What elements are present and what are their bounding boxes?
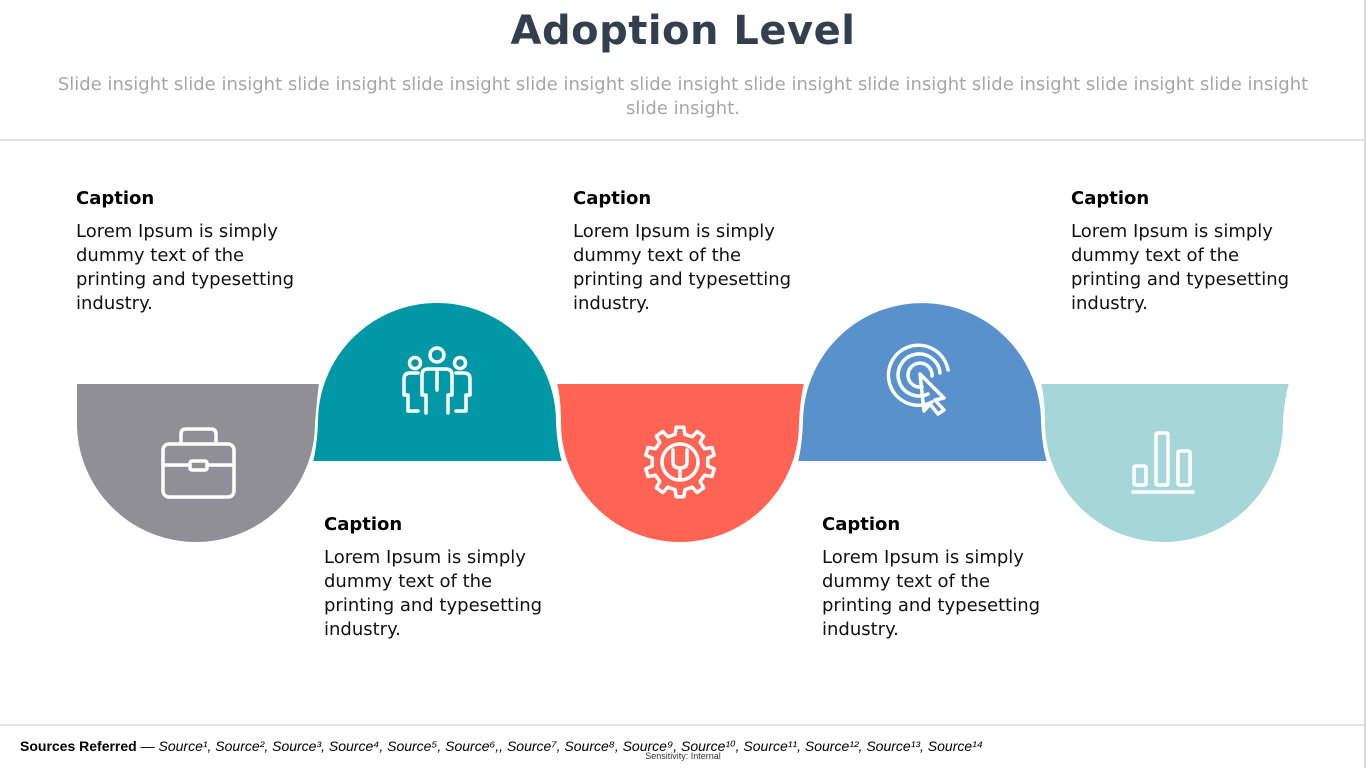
caption-block-5: Caption Lorem Ipsum is simply dummy text… xyxy=(1071,188,1291,316)
caption-text: Lorem Ipsum is simply dummy text of the … xyxy=(822,547,1041,640)
sources-footer: Sources Referred — Source¹, Source², Sou… xyxy=(20,738,1350,755)
right-edge-line xyxy=(1364,0,1366,768)
caption-block-1: Caption Lorem Ipsum is simply dummy text… xyxy=(76,188,296,316)
briefcase-icon xyxy=(161,427,236,499)
caption-title: Caption xyxy=(1071,188,1150,209)
top-divider xyxy=(0,139,1364,141)
bottom-divider xyxy=(0,724,1364,726)
caption-title: Caption xyxy=(573,188,652,209)
caption-text: Lorem Ipsum is simply dummy text of the … xyxy=(573,221,792,314)
caption-block-2: Caption Lorem Ipsum is simply dummy text… xyxy=(324,514,544,642)
segment-5-shape xyxy=(1038,382,1292,544)
sources-lead: Sources Referred xyxy=(20,738,137,754)
caption-title: Caption xyxy=(76,188,155,209)
bar-chart-icon xyxy=(1131,431,1195,494)
segment-1-shape xyxy=(75,382,322,544)
caption-text: Lorem Ipsum is simply dummy text of the … xyxy=(1071,221,1290,314)
team-icon xyxy=(402,346,472,415)
target-cursor-icon xyxy=(886,343,950,416)
sources-dash: — xyxy=(136,738,159,754)
caption-text: Lorem Ipsum is simply dummy text of the … xyxy=(324,547,543,640)
page-title: Adoption Level xyxy=(510,8,856,54)
caption-text: Lorem Ipsum is simply dummy text of the … xyxy=(76,221,295,314)
page-subtitle: Slide insight slide insight slide insigh… xyxy=(57,74,1309,119)
caption-block-3: Caption Lorem Ipsum is simply dummy text… xyxy=(573,188,793,316)
caption-title: Caption xyxy=(324,514,403,535)
segment-3-shape xyxy=(554,382,807,544)
caption-block-4: Caption Lorem Ipsum is simply dummy text… xyxy=(822,514,1042,642)
sensitivity-label: Sensitivity: Internal xyxy=(645,751,721,761)
sources-list: Source¹, Source², Source³, Source⁴, Sour… xyxy=(158,738,983,754)
gear-wrench-icon xyxy=(643,425,717,499)
caption-title: Caption xyxy=(822,514,901,535)
